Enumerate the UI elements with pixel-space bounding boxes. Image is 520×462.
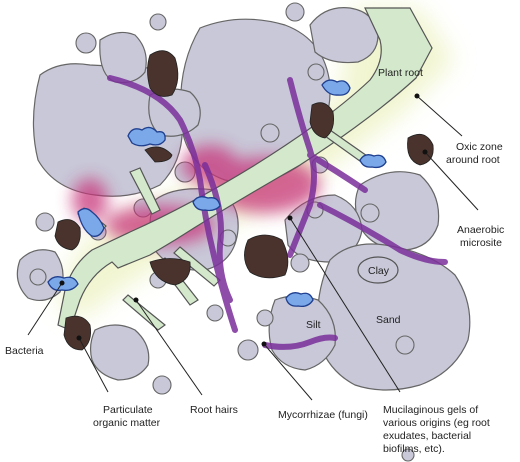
organic-matter xyxy=(54,50,434,351)
particle xyxy=(237,339,259,361)
hypha xyxy=(307,152,368,193)
label-gels-1: Mucilaginous gels of xyxy=(383,404,478,416)
particle xyxy=(401,448,415,462)
label-gels-2: various origins (eg root xyxy=(383,417,490,429)
organic-matter-particle xyxy=(309,102,335,139)
label-gels-4: biofilms, etc). xyxy=(383,443,445,455)
dot xyxy=(76,335,82,341)
particle xyxy=(206,304,224,322)
organic-matter-particle xyxy=(144,146,173,163)
dot xyxy=(59,280,65,286)
bacteria-cluster xyxy=(321,79,351,96)
leader-oxic xyxy=(416,95,463,137)
aggregate-top-left xyxy=(99,31,147,84)
silt-grain xyxy=(268,295,336,371)
label-anaerobic-1: Anaerobic xyxy=(457,224,504,236)
hypha xyxy=(202,162,233,303)
aggregate-bottom-left xyxy=(89,324,150,381)
hypha xyxy=(287,77,317,258)
label-root-hairs: Root hairs xyxy=(190,404,238,416)
organic-matter-particle xyxy=(407,133,434,166)
label-clay: Clay xyxy=(368,265,390,277)
root-hair xyxy=(122,294,166,331)
dot xyxy=(422,149,428,155)
particle xyxy=(256,309,274,327)
label-silt: Silt xyxy=(306,319,321,331)
particle xyxy=(360,203,380,223)
dot xyxy=(133,297,139,303)
label-oxic-zone-2: around root xyxy=(446,154,500,166)
bacteria-cluster xyxy=(285,292,314,308)
dot xyxy=(287,215,293,221)
leader-anaerobic xyxy=(424,151,479,211)
label-bacteria: Bacteria xyxy=(5,345,44,357)
particle xyxy=(260,123,280,143)
organic-matter-particle xyxy=(147,50,179,97)
bacteria-cluster xyxy=(77,207,105,237)
organic-matter-particle xyxy=(149,258,191,286)
bacteria-cluster xyxy=(192,196,221,212)
particle xyxy=(35,212,55,232)
clay-particle xyxy=(357,256,399,284)
root-hair xyxy=(173,246,221,287)
organic-matter-particle xyxy=(63,315,92,351)
particle xyxy=(307,63,325,81)
dot xyxy=(261,341,267,347)
bacteria-cluster xyxy=(127,126,166,147)
label-pom-2: organic matter xyxy=(93,417,161,429)
aggregate-top-right xyxy=(309,7,379,64)
leader-dots xyxy=(59,93,428,347)
leader-pom xyxy=(78,337,109,393)
particle xyxy=(149,13,167,31)
leader-mycorrhizae xyxy=(263,343,313,401)
dot xyxy=(414,93,420,99)
particle xyxy=(395,335,415,355)
label-mycorrhizae: Mycorrhizae (fungi) xyxy=(278,409,368,421)
leader-root-hairs xyxy=(135,299,203,396)
label-pom-1: Particulate xyxy=(103,404,153,416)
particle xyxy=(285,2,305,22)
label-anaerobic-2: microsite xyxy=(460,237,502,249)
hypha xyxy=(317,202,448,265)
label-plant-root: Plant root xyxy=(378,67,423,79)
particle xyxy=(290,253,310,273)
particle xyxy=(75,32,97,54)
mycorrhizae-hyphae xyxy=(107,75,448,350)
root-hair xyxy=(129,167,161,215)
label-sand: Sand xyxy=(376,314,401,326)
particle xyxy=(152,375,172,395)
organic-matter-particle xyxy=(54,219,81,251)
bacteria-cluster xyxy=(359,154,387,169)
leader-lines xyxy=(27,95,479,401)
leader-gels xyxy=(289,217,401,393)
leader-bacteria xyxy=(27,282,63,336)
particle xyxy=(29,268,47,286)
bacteria-clusters xyxy=(47,79,387,308)
hypha xyxy=(262,334,338,350)
organic-matter-particle xyxy=(244,234,289,279)
label-oxic-zone-1: Oxic zone xyxy=(456,141,503,153)
label-gels-3: exudates, bacterial xyxy=(383,430,471,442)
